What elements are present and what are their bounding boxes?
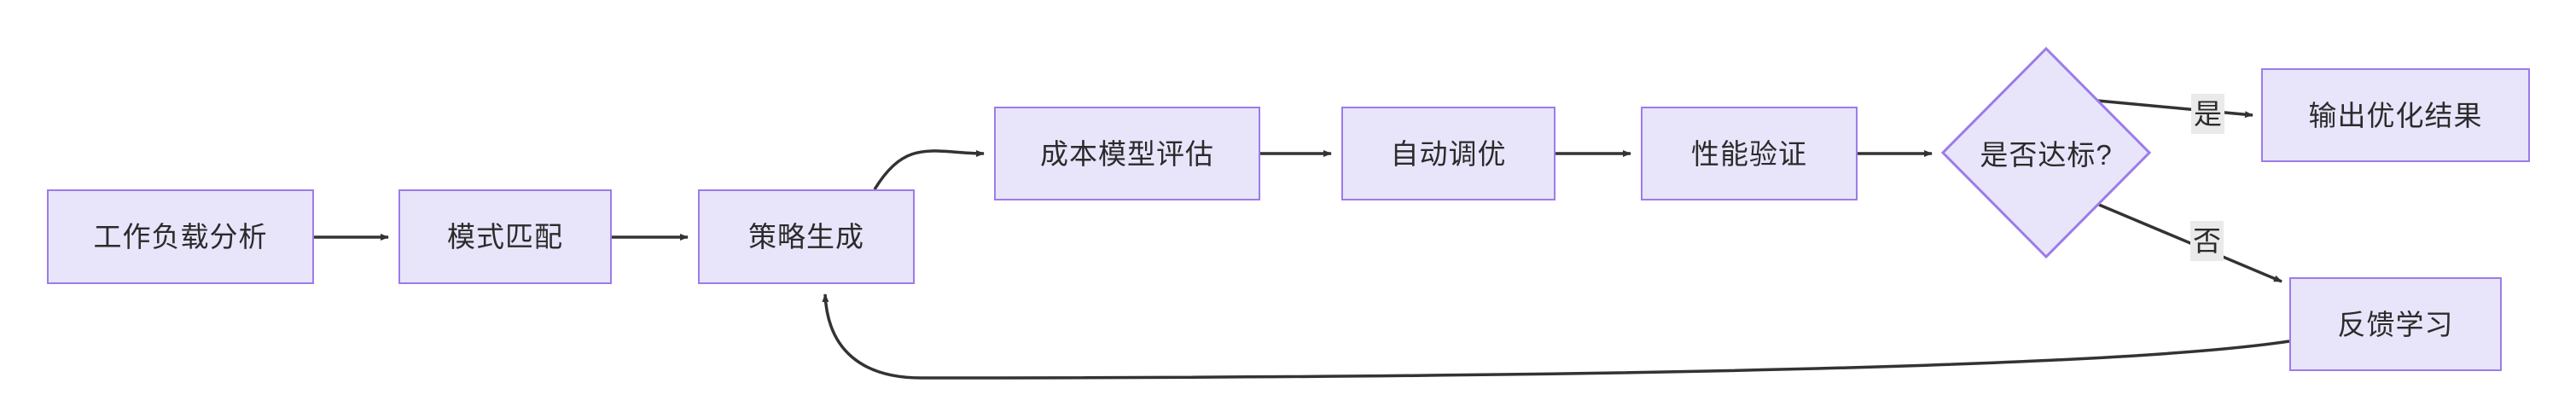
node-label: 成本模型评估	[1040, 137, 1214, 170]
edge-policy-to-cost	[873, 149, 985, 190]
node-label: 策略生成	[748, 221, 864, 253]
diamond-shape	[1941, 47, 2151, 258]
node-auto-tuning[interactable]: 自动调优	[1341, 107, 1555, 200]
node-policy-generation[interactable]: 策略生成	[698, 189, 915, 284]
edge-label-no: 否	[2190, 221, 2224, 261]
node-label: 模式匹配	[447, 221, 563, 253]
node-label: 反馈学习	[2337, 308, 2454, 340]
edge-feedback-to-policy	[822, 293, 2290, 380]
node-label: 性能验证	[1691, 137, 1807, 170]
node-cost-model-evaluation[interactable]: 成本模型评估	[994, 107, 1260, 200]
node-label: 是否达标?	[1980, 139, 2113, 171]
node-workload-analysis[interactable]: 工作负载分析	[47, 189, 314, 284]
node-label: 工作负载分析	[93, 221, 268, 253]
edge-label-yes: 是	[2191, 94, 2224, 134]
node-output-optimization-result[interactable]: 输出优化结果	[2261, 68, 2530, 162]
node-label: 输出优化结果	[2308, 99, 2483, 131]
edge-decision-to-output	[2096, 99, 2253, 119]
node-feedback-learning[interactable]: 反馈学习	[2289, 277, 2502, 371]
node-pattern-matching[interactable]: 模式匹配	[398, 189, 612, 284]
node-label: 自动调优	[1390, 137, 1507, 170]
node-performance-verification[interactable]: 性能验证	[1641, 107, 1858, 200]
node-decision-meets-target[interactable]: 是否达标?	[1941, 47, 2151, 258]
